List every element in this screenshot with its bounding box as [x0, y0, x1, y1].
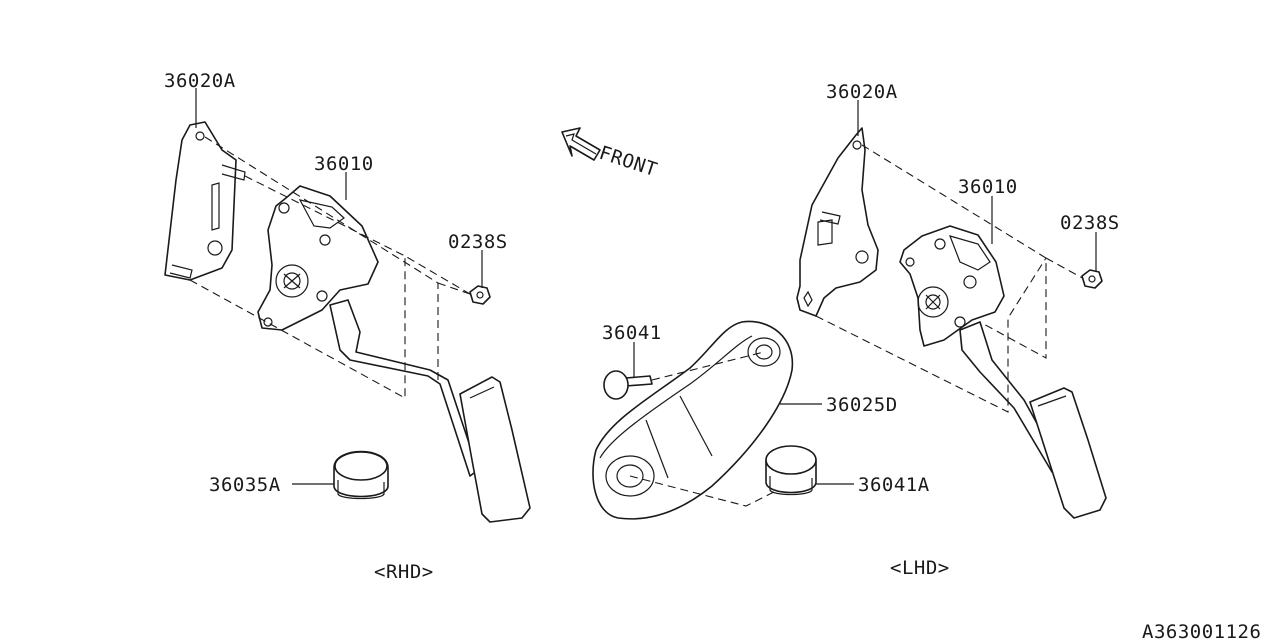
- rhd-nut[interactable]: [469, 285, 491, 305]
- lhd-nut[interactable]: [1081, 269, 1103, 289]
- label-lhd: <LHD>: [890, 557, 950, 579]
- lhd-guides: [815, 144, 1087, 413]
- leader-lines: [195, 88, 1097, 485]
- pad-guides: [629, 351, 779, 507]
- label-rhd-pedal: 36010: [314, 153, 374, 175]
- lhd-bracket[interactable]: [796, 127, 879, 317]
- rhd-stopper[interactable]: [333, 450, 389, 500]
- rhd-guides: [189, 136, 471, 399]
- label-rhd: <RHD>: [374, 561, 434, 583]
- label-pad: 36025D: [826, 394, 898, 416]
- diagram-id: A363001126: [1142, 621, 1261, 640]
- lhd-pedal[interactable]: [899, 225, 1107, 519]
- label-lhd-bracket: 36020A: [826, 81, 898, 103]
- label-rhd-bracket: 36020A: [164, 70, 236, 92]
- pad[interactable]: [592, 320, 794, 520]
- label-lhd-pedal: 36010: [958, 176, 1018, 198]
- front-arrow-icon: [561, 127, 601, 161]
- rhd-pedal[interactable]: [257, 185, 531, 523]
- label-rhd-nut: 0238S: [448, 231, 508, 253]
- label-lhd-stopper: 36041A: [858, 474, 930, 496]
- label-front: FRONT: [596, 142, 660, 181]
- label-lhd-nut: 0238S: [1060, 212, 1120, 234]
- pad-assembly: [592, 320, 817, 520]
- rhd-assembly: [164, 121, 531, 523]
- rhd-bracket[interactable]: [164, 121, 246, 281]
- lhd-assembly: [796, 127, 1107, 519]
- pad-screw[interactable]: [603, 370, 653, 400]
- label-pad-screw: 36041: [602, 322, 662, 344]
- lhd-stopper[interactable]: [765, 445, 817, 496]
- label-rhd-stopper: 36035A: [209, 474, 281, 496]
